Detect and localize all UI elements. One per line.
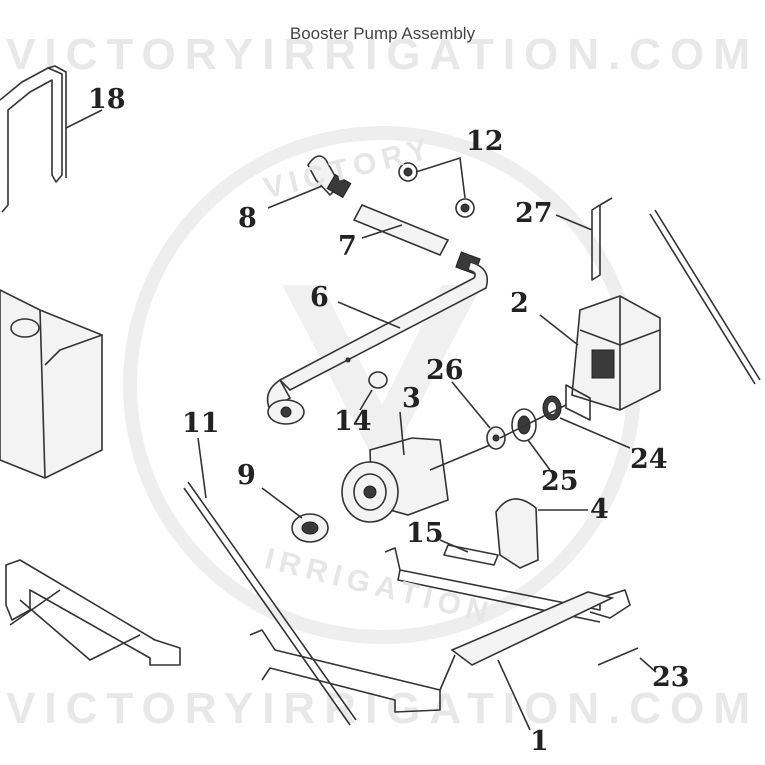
leader-27 [639, 657, 657, 673]
leader-26 [555, 214, 593, 231]
leader-1 [497, 659, 531, 731]
part-4-saddle [495, 498, 539, 569]
part-26-bracket [591, 197, 613, 281]
leader-15 [439, 539, 469, 553]
part-18-bracket [0, 65, 67, 213]
watermark-top-text: VICTORYIRRIGATION.COM [6, 30, 759, 79]
part-11-rod [183, 481, 357, 726]
part-3-pump-housing [341, 437, 491, 523]
callout-1: 1 [530, 726, 549, 757]
callout-15: 15 [406, 518, 444, 549]
callout-3: 3 [402, 383, 421, 414]
callout-9: 9 [237, 460, 256, 491]
leader-2 [539, 314, 579, 346]
callout-18: 18 [88, 84, 126, 115]
part-8-elbow [307, 155, 352, 199]
part-left-chassis [5, 559, 181, 666]
leader-25 [451, 381, 491, 429]
leader-7 [361, 224, 403, 239]
part-15-strap [443, 544, 499, 566]
part-25-washer [486, 404, 567, 450]
leader-11 [197, 437, 207, 499]
part-right-rod [649, 209, 761, 385]
watermark-bottom-text: VICTORYIRRIGATION.COM [6, 684, 759, 733]
leader-24 [527, 439, 551, 471]
callout-23: 24 [630, 444, 668, 475]
callout-2: 2 [510, 288, 529, 319]
callout-25: 26 [426, 355, 464, 386]
callout-27: 23 [652, 662, 690, 693]
callout-11: 11 [182, 408, 220, 439]
part-12-clamps [398, 162, 475, 218]
diagram-title: Booster Pump Assembly [289, 24, 476, 43]
leader-3 [399, 411, 405, 456]
callout-4: 4 [590, 494, 609, 525]
part-7-hose [352, 203, 450, 257]
leader-6 [337, 301, 401, 329]
callout-26: 27 [515, 198, 553, 229]
callout-14: 14 [334, 406, 372, 437]
callout-24: 25 [541, 466, 579, 497]
leader-14 [359, 389, 373, 411]
part-6-pipe [266, 251, 489, 425]
leader-8 [267, 185, 323, 209]
part-9-seal [291, 513, 329, 543]
part-27-pin [597, 647, 639, 666]
callout-12: 12 [466, 126, 504, 157]
part-1-frame [249, 547, 631, 713]
leader-12 [415, 156, 466, 199]
leader-23 [559, 417, 631, 449]
leader-18 [65, 109, 103, 129]
callout-7: 7 [338, 231, 357, 262]
part-2-motor [565, 295, 661, 421]
callout-8: 8 [238, 203, 257, 234]
part-tank [0, 289, 103, 479]
callout-6: 6 [310, 282, 329, 313]
part-14-plug [368, 371, 388, 389]
part-24-impeller [511, 408, 537, 442]
leader-9 [261, 487, 303, 519]
